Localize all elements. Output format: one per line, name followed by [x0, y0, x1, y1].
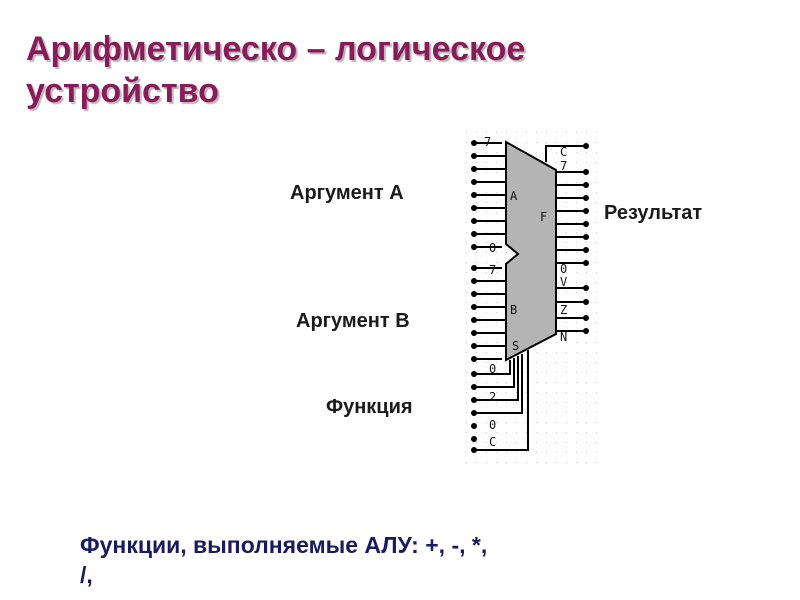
label-argument-b: Аргумент В: [296, 310, 410, 332]
left-pin-dots: [471, 140, 477, 453]
title-line-1: Арифметическо – логическое: [26, 30, 526, 68]
chip-label-f: F: [540, 210, 547, 224]
label-function: Функция: [326, 396, 413, 418]
pin-label-s0: 0: [489, 362, 496, 376]
left-pins: [474, 142, 506, 360]
pin-label-f7: 7: [560, 159, 567, 173]
functions-caption-line-1: Функции, выполняемые АЛУ: +, -, *,: [80, 532, 488, 558]
pin-label-f0: 0: [560, 262, 567, 276]
pin-label-c-in: C: [489, 435, 496, 449]
label-result: Результат: [604, 202, 703, 224]
pin-label-n: N: [560, 330, 567, 344]
alu-diagram: 7 0 7 0 2 0 C C 7 0 V Z N A B S F: [462, 128, 602, 464]
label-argument-a: Аргумент А: [290, 182, 404, 204]
title-line-2: устройство: [26, 72, 219, 110]
pin-label-a0: 0: [489, 241, 496, 255]
alu-body: [505, 140, 557, 362]
select-wires: [474, 350, 529, 451]
pin-label-v: V: [560, 275, 567, 289]
pin-label-z: Z: [560, 303, 567, 317]
functions-caption-line-2: /,: [80, 562, 93, 588]
pin-label-a7: 7: [484, 135, 491, 149]
right-pins: [545, 145, 586, 332]
page-title: Арифметическо – логическое устройство: [26, 28, 525, 112]
pin-label-b7: 7: [489, 263, 496, 277]
pin-label-s2: 2: [489, 390, 496, 404]
pin-label-c0: 0: [489, 418, 496, 432]
pin-label-c-out: C: [560, 145, 567, 159]
chip-label-a: A: [510, 189, 518, 203]
functions-caption: Функции, выполняемые АЛУ: +, -, *, /,: [80, 530, 487, 590]
right-pin-dots: [583, 143, 589, 334]
chip-label-s: S: [512, 339, 519, 353]
chip-label-b: B: [510, 303, 517, 317]
